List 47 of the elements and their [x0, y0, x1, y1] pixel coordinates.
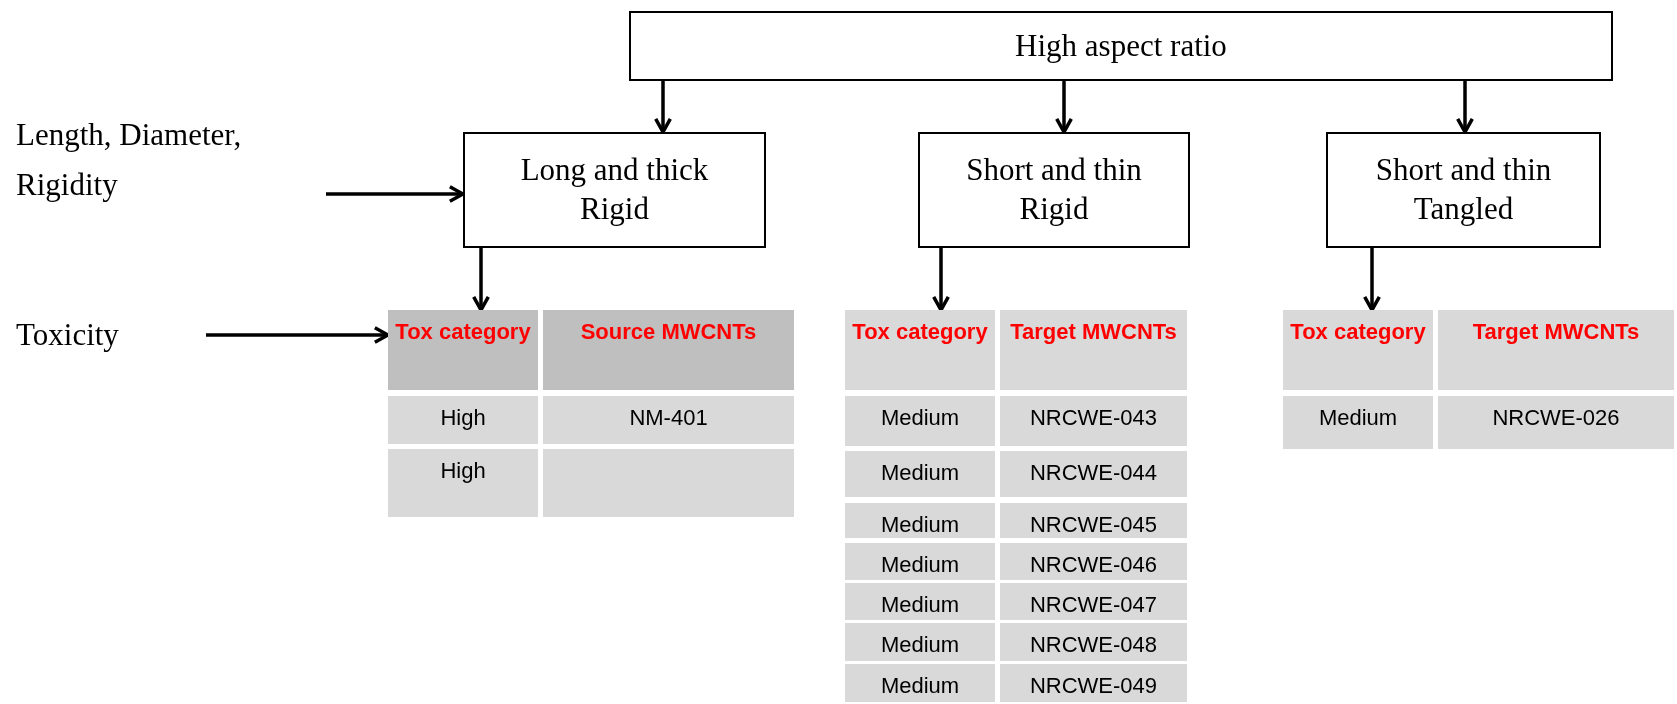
header-cell: Source MWCNTs [543, 310, 794, 390]
table-cell: Medium [845, 583, 995, 620]
category-box [918, 132, 1190, 248]
arrow [1362, 248, 1382, 312]
header-cell: Tox category [388, 310, 538, 390]
arrow [471, 248, 491, 312]
arrow [206, 325, 390, 345]
box-label: High aspect ratio [1015, 26, 1227, 65]
arrow [653, 81, 673, 134]
table-cell: High [388, 396, 538, 444]
table-cell: NRCWE-043 [1000, 396, 1187, 446]
table-cell: NRCWE-045 [1000, 503, 1187, 538]
header-cell: Target MWCNTs [1438, 310, 1674, 390]
table-cell: NRCWE-049 [1000, 664, 1187, 702]
table-cell: Medium [845, 664, 995, 702]
table-cell: Medium [845, 623, 995, 661]
category-box [629, 11, 1613, 81]
table-cell: Medium [845, 451, 995, 497]
table-cell: High [388, 449, 538, 517]
box-label: Rigid [580, 190, 649, 228]
header-cell: Tox category [1283, 310, 1433, 390]
table-cell: NRCWE-026 [1438, 396, 1674, 449]
table-cell: NM-401 [543, 396, 794, 444]
arrow [1054, 81, 1074, 134]
arrow [931, 248, 951, 312]
table-cell: Medium [845, 503, 995, 538]
category-box [463, 132, 766, 248]
category-box [1326, 132, 1601, 248]
table-cell: NRCWE-047 [1000, 583, 1187, 620]
table-cell: Medium [1283, 396, 1433, 449]
table-cell [543, 449, 794, 517]
table-cell: Medium [845, 396, 995, 446]
row-label: Toxicity [16, 310, 206, 360]
table-cell: Medium [845, 543, 995, 580]
arrow [326, 184, 465, 204]
box-label: Rigid [1019, 190, 1089, 228]
box-label: Short and thin [966, 151, 1142, 190]
box-label: Tangled [1413, 190, 1514, 228]
box-label: Long and thick [520, 151, 709, 190]
table-cell: NRCWE-044 [1000, 451, 1187, 497]
arrow [1455, 81, 1475, 134]
table-cell: NRCWE-048 [1000, 623, 1187, 661]
table-cell: NRCWE-046 [1000, 543, 1187, 580]
header-cell: Tox category [845, 310, 995, 390]
header-cell: Target MWCNTs [1000, 310, 1187, 390]
box-label: Short and thin [1375, 151, 1552, 190]
row-label: Length, Diameter, Rigidity [16, 110, 326, 218]
